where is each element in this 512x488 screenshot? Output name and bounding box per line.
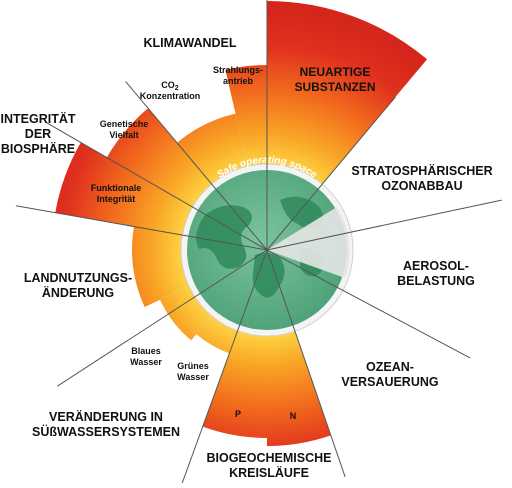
divider-stratosphere	[266, 96, 396, 251]
label-bio-2: KREISLÄUFE	[229, 465, 309, 480]
sub-stickstoff: N	[290, 411, 297, 421]
label-integ-3: BIOSPHÄRE	[1, 141, 75, 156]
uncertain-zone	[267, 207, 350, 278]
divider-biogeo-right	[266, 249, 346, 478]
divider-land	[15, 205, 268, 251]
label-bio-1: BIOGEOCHEMISCHE	[206, 451, 331, 465]
divider-freshwater	[57, 249, 268, 387]
label-neuartige-2: SUBSTANZEN	[294, 80, 375, 94]
sub-genetisch-1: Genetische	[100, 119, 149, 129]
divider-ocean	[266, 249, 471, 359]
label-ozean-1: OZEAN-	[366, 360, 414, 374]
sub-gruen-2: Wasser	[177, 372, 209, 382]
label-strato-2: OZONABBAU	[381, 179, 462, 193]
divider-lines	[15, 0, 502, 488]
label-land-2: ÄNDERUNG	[42, 285, 114, 300]
sub-blau-1: Blaues	[131, 346, 161, 356]
divider-aerosol	[266, 199, 502, 251]
divider-biogeo-left	[179, 249, 268, 488]
divider-biosphere	[125, 81, 268, 251]
label-suess-1: VERÄNDERUNG IN	[49, 409, 163, 424]
sub-co2-2: Konzentration	[140, 91, 201, 101]
label-aerosol-1: AEROSOL-	[403, 259, 469, 273]
label-klimawandel: KLIMAWANDEL	[143, 36, 236, 50]
label-ozean-2: VERSAUERUNG	[341, 375, 438, 389]
sub-funktional-1: Funktionale	[91, 183, 142, 193]
sub-genetisch-2: Vielfalt	[109, 130, 138, 140]
sub-phosphor: P	[235, 409, 241, 419]
sub-gruen-1: Grünes	[177, 361, 209, 371]
sub-strahlung-2: antrieb	[223, 76, 254, 86]
sub-co2-1: CO2	[161, 80, 179, 92]
label-land-1: LANDNUTZUNGS-	[24, 271, 132, 285]
label-strato-1: STRATOSPHÄRISCHER	[351, 163, 492, 178]
sub-strahlung-1: Strahlungs-	[213, 65, 263, 75]
label-neuartige-1: NEUARTIGE	[300, 65, 371, 79]
divider-climate	[45, 122, 268, 251]
label-suess-2: SÜßWASSERSYSTEMEN	[32, 424, 180, 439]
sub-blau-2: Wasser	[130, 357, 162, 367]
label-aerosol-2: BELASTUNG	[397, 274, 475, 288]
label-integ-1: INTEGRITÄT	[1, 111, 76, 126]
label-integ-2: DER	[25, 127, 51, 141]
sub-funktional-2: Integrität	[97, 194, 136, 204]
